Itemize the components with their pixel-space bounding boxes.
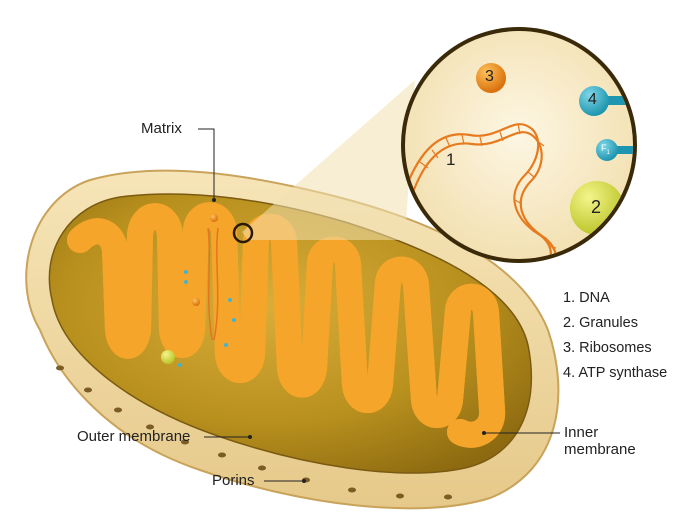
legend-item-granules: 2. Granules	[563, 315, 638, 331]
matrix-dna	[207, 227, 219, 341]
inner-membrane-label: Inner membrane	[564, 424, 636, 459]
inset-ribosome	[476, 63, 506, 93]
matrix-label: Matrix	[141, 120, 182, 137]
porins-label: Porins	[212, 472, 255, 489]
ribosome-number: 3	[485, 68, 494, 85]
inner-membrane-cristae	[67, 215, 492, 435]
matrix-particles	[161, 214, 236, 367]
inset-f1-subunit	[596, 139, 633, 161]
inset-dna-helix	[405, 123, 558, 259]
inset-atp-synthase	[579, 86, 633, 116]
label-leader-lines	[198, 128, 560, 482]
legend-item-ribosomes: 3. Ribosomes	[563, 340, 652, 356]
outer-membrane-label: Outer membrane	[77, 428, 191, 445]
legend: 1. DNA 2. Granules 3. Ribosomes 4. ATP s…	[563, 286, 667, 386]
zoom-cone	[242, 80, 415, 240]
inset-magnified-view	[401, 27, 637, 263]
legend-item-dna: 1. DNA	[563, 290, 610, 306]
dna-number: 1	[446, 150, 456, 169]
zoom-source-circle	[232, 222, 254, 244]
legend-item-atp-synthase: 4. ATP synthase	[563, 365, 668, 381]
granule-number: 2	[591, 197, 602, 217]
atp-synthase-number: 4	[588, 91, 597, 108]
f1-label: F1	[601, 143, 610, 156]
